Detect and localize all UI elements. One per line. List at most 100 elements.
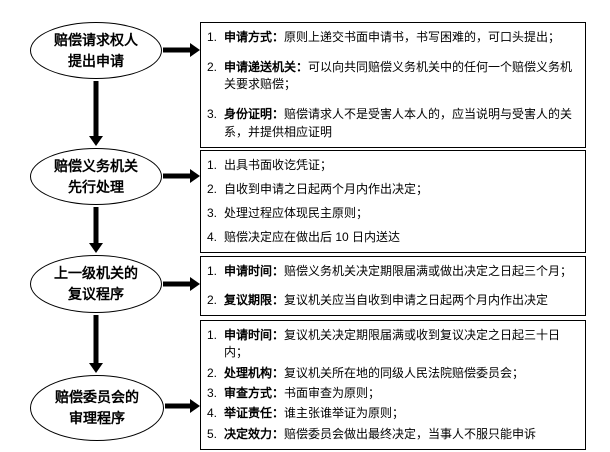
item-content: 赔偿决定应在做出后 10 日内送达: [224, 229, 583, 246]
flow-node-reconsideration: 上一级机关的 复议程序: [30, 255, 162, 313]
flow-node-line: 提出申请: [68, 52, 124, 69]
list-item: 3. 处理过程应体现民主原则；: [207, 205, 583, 222]
item-number: 2.: [207, 365, 218, 380]
item-number: 3.: [207, 385, 218, 400]
arrow-head: [89, 363, 103, 373]
right-arrow-icon: [163, 43, 200, 57]
item-number: 4.: [207, 406, 218, 421]
item-content: 复议期限：复议机关应当自收到申请之日起两个月内作出决定: [224, 292, 583, 309]
list-item: 2. 自收到申请之日起两个月内作出决定；: [207, 181, 583, 198]
item-label: 处理机构：: [224, 365, 285, 380]
item-text: 赔偿请求人不是受害人本人的，应当说明与受害人的关系，并提供相应证明: [224, 107, 573, 139]
arrow-shaft: [93, 315, 99, 364]
item-text: 谁主张谁举证为原则；: [284, 406, 405, 421]
detail-box-committee-trial: 1. 申请时间：复议机关决定期限届满或收到复议决定之日起三十日内； 2. 处理机…: [200, 320, 586, 450]
item-content: 身份证明：赔偿请求人不是受害人本人的，应当说明与受害人的关系，并提供相应证明: [224, 106, 583, 141]
arrow-head: [190, 277, 200, 291]
item-content: 出具书面收讫凭证；: [224, 157, 583, 174]
list-item: 4. 赔偿决定应在做出后 10 日内送达: [207, 229, 583, 246]
arrow-head: [190, 399, 200, 413]
list-item: 1. 申请方式：原则上递交书面申请书，书写困难的，可口头提出；: [207, 29, 583, 46]
item-text: 复议机关应当自收到申请之日起两个月内作出决定: [284, 292, 549, 307]
list-item: 3. 身份证明：赔偿请求人不是受害人本人的，应当说明与受害人的关系，并提供相应证…: [207, 106, 583, 141]
right-arrow-icon: [163, 169, 200, 183]
item-text: 出具书面收讫凭证；: [224, 158, 333, 172]
arrow-shaft: [93, 81, 99, 137]
item-text: 赔偿决定应在做出后 10 日内送达: [224, 229, 401, 244]
item-label: 举证责任：: [224, 406, 285, 421]
list-item: 1. 出具书面收讫凭证；: [207, 157, 583, 174]
item-number: 1.: [207, 158, 218, 172]
detail-box-first-handling: 1. 出具书面收讫凭证； 2. 自收到申请之日起两个月内作出决定； 3. 处理过…: [200, 150, 586, 253]
right-arrow-icon: [165, 399, 200, 413]
item-content: 处理机构：复议机关所在地的同级人民法院赔偿委员会；: [224, 365, 583, 382]
detail-box-reconsideration: 1. 申请时间：赔偿义务机关决定期限届满或做出决定之日起三个月； 2. 复议期限…: [200, 256, 586, 316]
list-item: 1. 申请时间：赔偿义务机关决定期限届满或做出决定之日起三个月；: [207, 263, 583, 280]
flow-node-line: 赔偿请求权人: [54, 31, 138, 48]
list-item: 1. 申请时间：复议机关决定期限届满或收到复议决定之日起三十日内；: [207, 327, 583, 362]
down-arrow-icon: [89, 315, 103, 373]
item-text: 复议机关决定期限届满或收到复议决定之日起三十日内；: [224, 328, 561, 360]
arrow-shaft: [165, 403, 191, 409]
detail-box-apply: 1. 申请方式：原则上递交书面申请书，书写困难的，可口头提出； 2. 申请递送机…: [200, 22, 586, 148]
item-number: 1.: [207, 328, 218, 342]
arrow-shaft: [163, 173, 191, 179]
flow-node-line: 复议程序: [68, 286, 124, 302]
item-text: 自收到申请之日起两个月内作出决定；: [224, 181, 429, 196]
arrow-shaft: [163, 281, 191, 287]
flow-node-line: 先行处理: [68, 178, 124, 195]
item-text: 赔偿义务机关决定期限届满或做出决定之日起三个月；: [284, 264, 573, 278]
item-label: 审查方式：: [224, 385, 285, 400]
item-number: 1.: [207, 30, 218, 44]
list-item: 4. 举证责任：谁主张谁举证为原则；: [207, 405, 583, 422]
item-label: 申请时间：: [224, 264, 285, 278]
down-arrow-icon: [89, 207, 103, 253]
list-item: 2. 处理机构：复议机关所在地的同级人民法院赔偿委员会；: [207, 365, 583, 382]
item-text: 可以向共同赔偿义务机关中的任何一个赔偿义务机关要求赔偿；: [224, 59, 573, 92]
arrow-shaft: [163, 47, 191, 53]
item-label: 申请方式：: [224, 30, 285, 44]
item-label: 复议期限：: [224, 292, 285, 307]
item-content: 举证责任：谁主张谁举证为原则；: [224, 405, 583, 422]
flow-node-line: 上一级机关的: [54, 265, 138, 281]
item-text: 处理过程应体现民主原则；: [224, 205, 369, 220]
item-number: 2.: [207, 59, 218, 74]
flow-node-line: 赔偿义务机关: [54, 157, 138, 174]
item-number: 1.: [207, 264, 218, 278]
flow-node-apply: 赔偿请求权人 提出申请: [30, 22, 162, 79]
flow-node-line: 赔偿委员会的: [55, 389, 139, 405]
item-content: 决定效力：赔偿委员会做出最终决定，当事人不服只能申诉: [224, 426, 583, 443]
item-number: 3.: [207, 107, 218, 122]
item-content: 自收到申请之日起两个月内作出决定；: [224, 181, 583, 198]
item-label: 身份证明：: [224, 107, 285, 122]
down-arrow-icon: [89, 81, 103, 146]
item-text: 赔偿委员会做出最终决定，当事人不服只能申诉: [284, 426, 537, 441]
item-number: 2.: [207, 181, 218, 196]
arrow-head: [190, 169, 200, 183]
item-number: 4.: [207, 229, 218, 244]
arrow-head: [190, 43, 200, 57]
arrow-shaft: [93, 207, 99, 244]
list-item: 5. 决定效力：赔偿委员会做出最终决定，当事人不服只能申诉: [207, 426, 583, 443]
item-content: 处理过程应体现民主原则；: [224, 205, 583, 222]
list-item: 2. 申请递送机关：可以向共同赔偿义务机关中的任何一个赔偿义务机关要求赔偿；: [207, 59, 583, 94]
flow-node-line: 审理程序: [69, 410, 125, 426]
right-arrow-icon: [163, 277, 200, 291]
item-content: 申请时间：复议机关决定期限届满或收到复议决定之日起三十日内；: [224, 327, 583, 362]
item-text: 原则上递交书面申请书，书写困难的，可口头提出；: [284, 30, 561, 44]
item-number: 3.: [207, 205, 218, 220]
item-content: 审查方式：书面审查为原则；: [224, 385, 583, 402]
item-text: 复议机关所在地的同级人民法院赔偿委员会；: [284, 365, 525, 380]
item-label: 申请递送机关：: [224, 59, 309, 74]
item-number: 2.: [207, 292, 218, 307]
flow-node-first-handling: 赔偿义务机关 先行处理: [30, 148, 162, 205]
item-content: 申请时间：赔偿义务机关决定期限届满或做出决定之日起三个月；: [224, 263, 583, 280]
list-item: 2. 复议期限：复议机关应当自收到申请之日起两个月内作出决定: [207, 292, 583, 309]
item-content: 申请递送机关：可以向共同赔偿义务机关中的任何一个赔偿义务机关要求赔偿；: [224, 59, 583, 94]
flow-node-committee-trial: 赔偿委员会的 审理程序: [30, 375, 164, 441]
item-number: 5.: [207, 426, 218, 441]
arrow-head: [89, 136, 103, 146]
arrow-head: [89, 243, 103, 253]
item-label: 决定效力：: [224, 426, 285, 441]
